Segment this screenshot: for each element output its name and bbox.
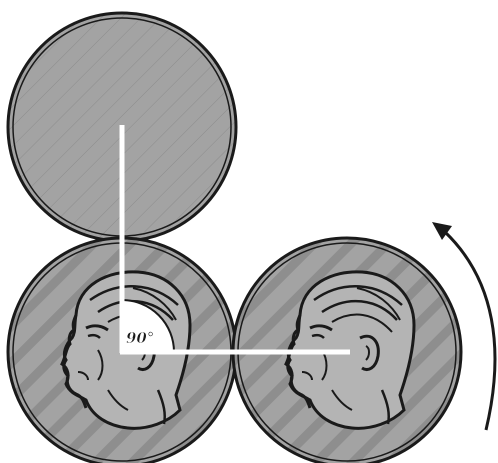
- angle-label: 90°: [126, 329, 154, 347]
